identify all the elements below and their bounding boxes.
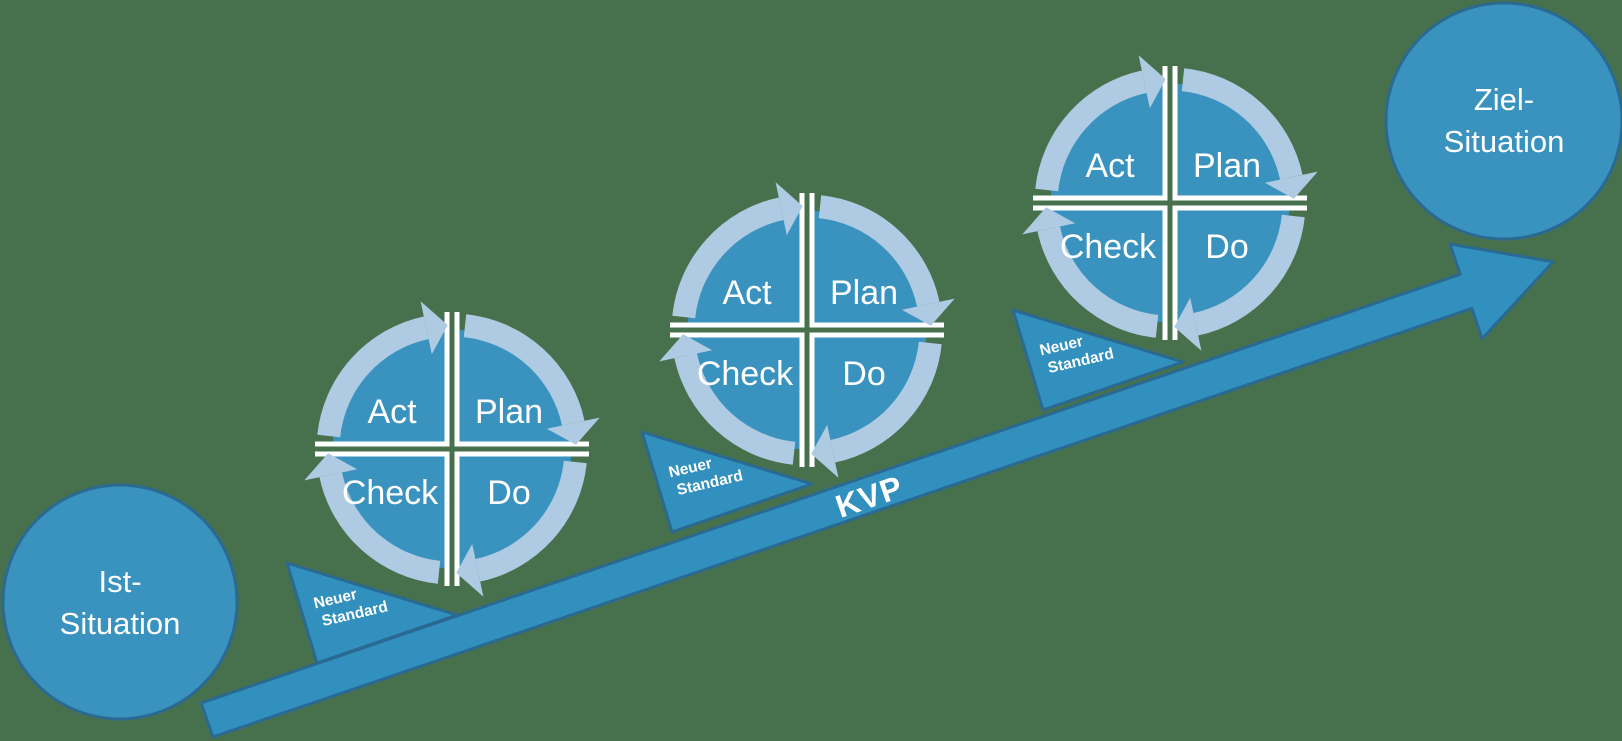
pdca-wheel-3: Act Plan Check Do	[1022, 55, 1317, 350]
label-act: Act	[1085, 147, 1135, 185]
label-check: Check	[1060, 228, 1157, 266]
ist-situation-line1: Ist-	[98, 564, 141, 599]
wedge-neuer-standard-3: Neuer Standard	[1011, 308, 1185, 412]
label-do: Do	[487, 474, 530, 512]
pdca-wheel-1: Act Plan Check Do	[304, 301, 599, 596]
ziel-situation-node: Ziel- Situation	[1384, 1, 1622, 241]
ist-situation-line2: Situation	[60, 606, 181, 641]
ziel-situation-circle	[1384, 1, 1622, 241]
label-plan: Plan	[830, 274, 898, 312]
label-check: Check	[342, 474, 439, 512]
label-check: Check	[697, 355, 794, 393]
label-plan: Plan	[1193, 147, 1261, 185]
label-act: Act	[722, 274, 772, 312]
label-do: Do	[842, 355, 885, 393]
ziel-situation-line2: Situation	[1444, 124, 1565, 159]
wedge-shape-1	[285, 561, 459, 665]
wedge-shape-2	[640, 430, 814, 534]
label-do: Do	[1205, 228, 1248, 266]
ziel-situation-line1: Ziel-	[1474, 82, 1534, 117]
pdca-wheel-2: Act Plan Check Do	[659, 182, 954, 477]
kvp-arrow	[199, 242, 1555, 739]
wedge-shape-3	[1011, 308, 1185, 412]
label-act: Act	[367, 393, 417, 431]
ist-situation-node: Ist- Situation	[1, 483, 239, 721]
wedge-neuer-standard-1: Neuer Standard	[285, 561, 459, 665]
wedge-neuer-standard-2: Neuer Standard	[640, 430, 814, 534]
label-plan: Plan	[475, 393, 543, 431]
ist-situation-circle	[1, 483, 239, 721]
